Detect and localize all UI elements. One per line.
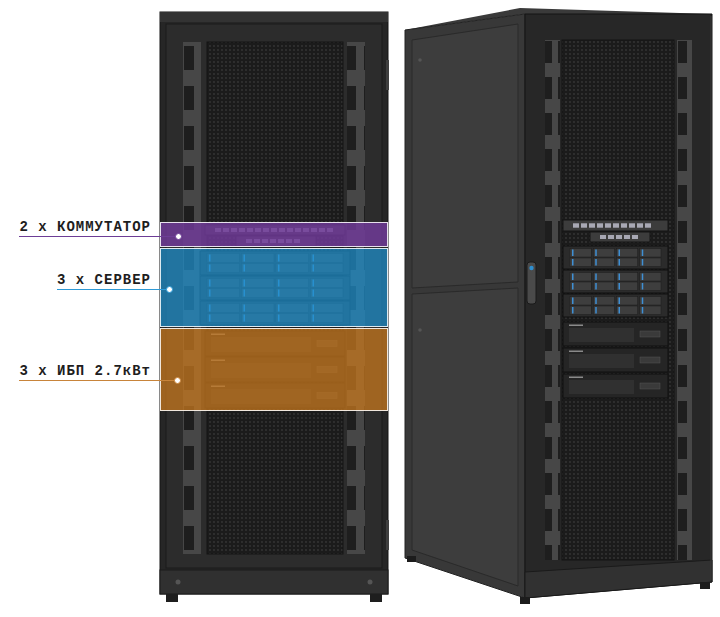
leader-line: 3 x ИБП 2.7кВт bbox=[19, 361, 177, 381]
ups-grille bbox=[569, 328, 634, 342]
drive-light bbox=[619, 298, 621, 305]
drive-bay bbox=[593, 249, 614, 258]
drive-bay bbox=[593, 258, 614, 267]
drive-bay bbox=[570, 249, 591, 258]
drive-bay bbox=[640, 297, 661, 306]
perspective-equipment bbox=[563, 220, 668, 398]
drive-bay bbox=[617, 273, 638, 282]
drive-bay bbox=[617, 258, 638, 267]
drive-bay bbox=[570, 273, 591, 282]
switch-port bbox=[581, 223, 587, 227]
switch-port bbox=[589, 223, 595, 227]
drive-light bbox=[572, 250, 574, 257]
ups-display bbox=[640, 383, 660, 389]
drive-light bbox=[595, 283, 597, 290]
switch-port bbox=[616, 235, 622, 239]
ups-grille bbox=[569, 380, 634, 394]
drive-bay bbox=[593, 297, 614, 306]
drive-light bbox=[642, 250, 644, 257]
drive-light bbox=[642, 274, 644, 281]
drive-light bbox=[619, 274, 621, 281]
drive-light bbox=[642, 307, 644, 314]
callout-label: 3 x ИБП 2.7кВт bbox=[19, 362, 151, 380]
drive-light bbox=[619, 307, 621, 314]
switch-unit bbox=[563, 220, 668, 231]
drive-light bbox=[619, 259, 621, 266]
ups-badge bbox=[569, 377, 583, 379]
drive-light bbox=[595, 274, 597, 281]
front-rack bbox=[160, 12, 389, 602]
ups-unit bbox=[563, 374, 668, 398]
drive-bay bbox=[617, 249, 638, 258]
switch-port bbox=[600, 235, 606, 239]
drive-light bbox=[619, 283, 621, 290]
drive-bay bbox=[570, 282, 591, 291]
drive-bay bbox=[570, 258, 591, 267]
leader-dot bbox=[166, 286, 173, 293]
drive-bay bbox=[593, 282, 614, 291]
drive-light bbox=[595, 250, 597, 257]
drive-bay bbox=[617, 306, 638, 315]
drive-bay bbox=[617, 297, 638, 306]
ups-unit bbox=[563, 348, 668, 372]
switch-port bbox=[597, 223, 603, 227]
leader-dot bbox=[175, 233, 182, 240]
server-unit bbox=[563, 246, 668, 269]
equipment-band: 3 x СЕРВЕР bbox=[160, 248, 388, 327]
drive-bay bbox=[640, 282, 661, 291]
drive-bay bbox=[593, 273, 614, 282]
drive-light bbox=[595, 298, 597, 305]
ups-display bbox=[640, 331, 660, 337]
switch-port bbox=[637, 223, 643, 227]
drive-bay bbox=[640, 258, 661, 267]
equipment-band: 2 x КОММУТАТОР bbox=[160, 222, 388, 247]
switch-port bbox=[632, 235, 638, 239]
drive-light bbox=[572, 298, 574, 305]
callout-label: 2 x КОММУТАТОР bbox=[19, 218, 151, 236]
switch-port bbox=[624, 235, 630, 239]
leader-line: 3 x СЕРВЕР bbox=[57, 270, 169, 290]
drive-light bbox=[572, 274, 574, 281]
drive-light bbox=[642, 283, 644, 290]
switch-port bbox=[621, 223, 627, 227]
drive-light bbox=[619, 250, 621, 257]
drive-bay bbox=[617, 282, 638, 291]
switch-port bbox=[629, 223, 635, 227]
ups-badge bbox=[569, 351, 583, 353]
server-unit bbox=[563, 270, 668, 293]
drive-bay bbox=[640, 306, 661, 315]
ups-display bbox=[640, 357, 660, 363]
switch-port bbox=[613, 223, 619, 227]
drive-light bbox=[595, 307, 597, 314]
drive-light bbox=[572, 307, 574, 314]
leader-line: 2 x КОММУТАТОР bbox=[19, 217, 178, 237]
drive-light bbox=[595, 259, 597, 266]
ups-unit bbox=[563, 322, 668, 346]
drive-light bbox=[572, 283, 574, 290]
equipment-band: 3 x ИБП 2.7кВт bbox=[160, 328, 388, 411]
drive-light bbox=[642, 259, 644, 266]
server-unit bbox=[563, 294, 668, 317]
drive-bay bbox=[570, 297, 591, 306]
ups-badge bbox=[569, 325, 583, 327]
switch-port bbox=[645, 223, 651, 227]
drive-light bbox=[572, 259, 574, 266]
drive-bay bbox=[640, 273, 661, 282]
switch-port bbox=[608, 235, 614, 239]
leader-dot bbox=[174, 377, 181, 384]
drive-bay bbox=[593, 306, 614, 315]
switch-unit bbox=[590, 232, 650, 242]
switch-port bbox=[573, 223, 579, 227]
drive-bay bbox=[570, 306, 591, 315]
ups-grille bbox=[569, 354, 634, 368]
perspective-rack bbox=[405, 8, 712, 604]
drive-bay bbox=[640, 249, 661, 258]
switch-port bbox=[605, 223, 611, 227]
callout-label: 3 x СЕРВЕР bbox=[57, 271, 151, 289]
drive-light bbox=[642, 298, 644, 305]
